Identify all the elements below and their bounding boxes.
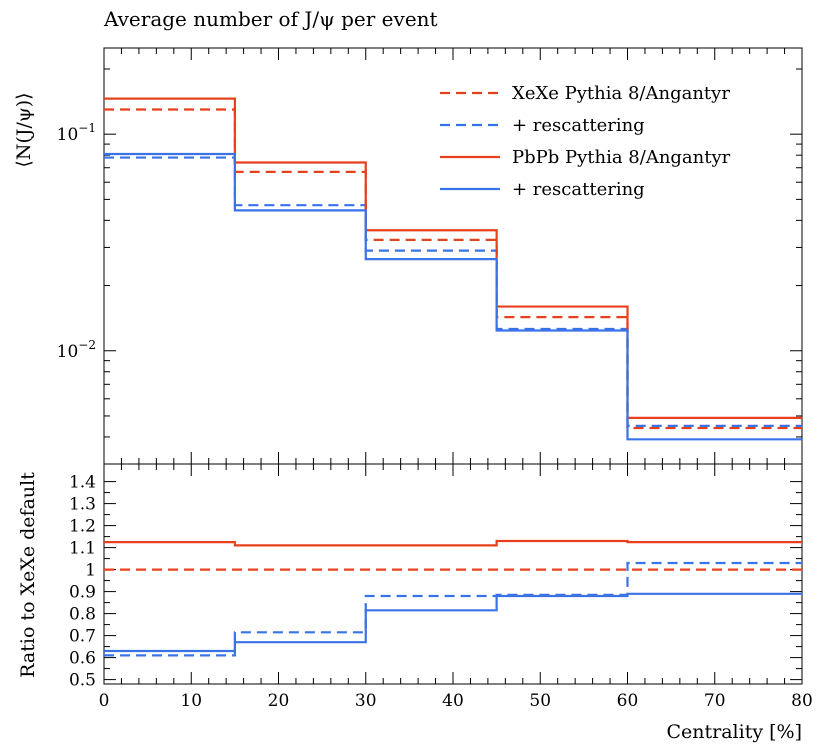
- ratio-y-tick-label: 1.4: [69, 473, 96, 493]
- legend-label-1: + rescattering: [512, 115, 645, 136]
- main-y-tick-label: 10−2: [57, 338, 96, 362]
- x-tick-label: 20: [268, 691, 290, 711]
- ratio-y-tick-label: 1: [85, 561, 96, 581]
- main-panel: 10−110−2⟨N(J/ψ)⟩: [13, 47, 803, 465]
- main-y-tick-label-base: 10: [57, 342, 79, 362]
- main-y-tick-label: 10−1: [57, 121, 96, 145]
- ratio-series-1: [104, 561, 802, 657]
- ratio-panel: 0.50.60.70.80.911.11.21.31.4 Ratio to XeX…: [17, 463, 813, 711]
- ratio-y-tick-label: 0.9: [69, 583, 96, 603]
- legend: XeXe Pythia 8/Angantyr+ rescatteringPbPb…: [440, 83, 731, 200]
- legend-label-2: PbPb Pythia 8/Angantyr: [512, 147, 731, 168]
- plot-title: Average number of J/ψ per event: [103, 7, 438, 31]
- main-series-1: [104, 156, 802, 427]
- ratio-y-tick-label: 1.1: [69, 539, 96, 559]
- legend-label-0: XeXe Pythia 8/Angantyr: [512, 83, 730, 104]
- main-y-tick-label-exp: −1: [78, 121, 96, 135]
- ratio-y-tick-label: 0.6: [69, 649, 96, 669]
- main-y-tick-label-base: 10: [57, 125, 79, 145]
- x-tick-label: 40: [442, 691, 464, 711]
- x-tick-label: 70: [704, 691, 726, 711]
- x-tick-label: 50: [529, 691, 551, 711]
- x-axis-title: Centrality [%]: [666, 721, 802, 743]
- x-tick-label: 0: [99, 691, 110, 711]
- ratio-y-tick-label: 1.2: [69, 517, 96, 537]
- main-series-3: [104, 152, 802, 441]
- ratio-y-tick-label: 0.5: [69, 671, 96, 691]
- legend-label-3: + rescattering: [512, 179, 645, 200]
- main-y-tick-label-exp: −2: [78, 338, 96, 352]
- ratio-y-tick-label: 0.8: [69, 605, 96, 625]
- ratio-y-axis-title: Ratio to XeXe default: [17, 472, 39, 678]
- ratio-series-2: [104, 539, 802, 547]
- main-y-axis-title: ⟨N(J/ψ)⟩: [13, 92, 35, 167]
- x-tick-label: 10: [180, 691, 202, 711]
- x-tick-label: 80: [791, 691, 813, 711]
- ratio-series-3: [104, 592, 802, 653]
- ratio-y-tick-label: 1.3: [69, 495, 96, 515]
- ratio-y-tick-label: 0.7: [69, 627, 96, 647]
- x-tick-label: 60: [617, 691, 639, 711]
- x-tick-label: 30: [355, 691, 377, 711]
